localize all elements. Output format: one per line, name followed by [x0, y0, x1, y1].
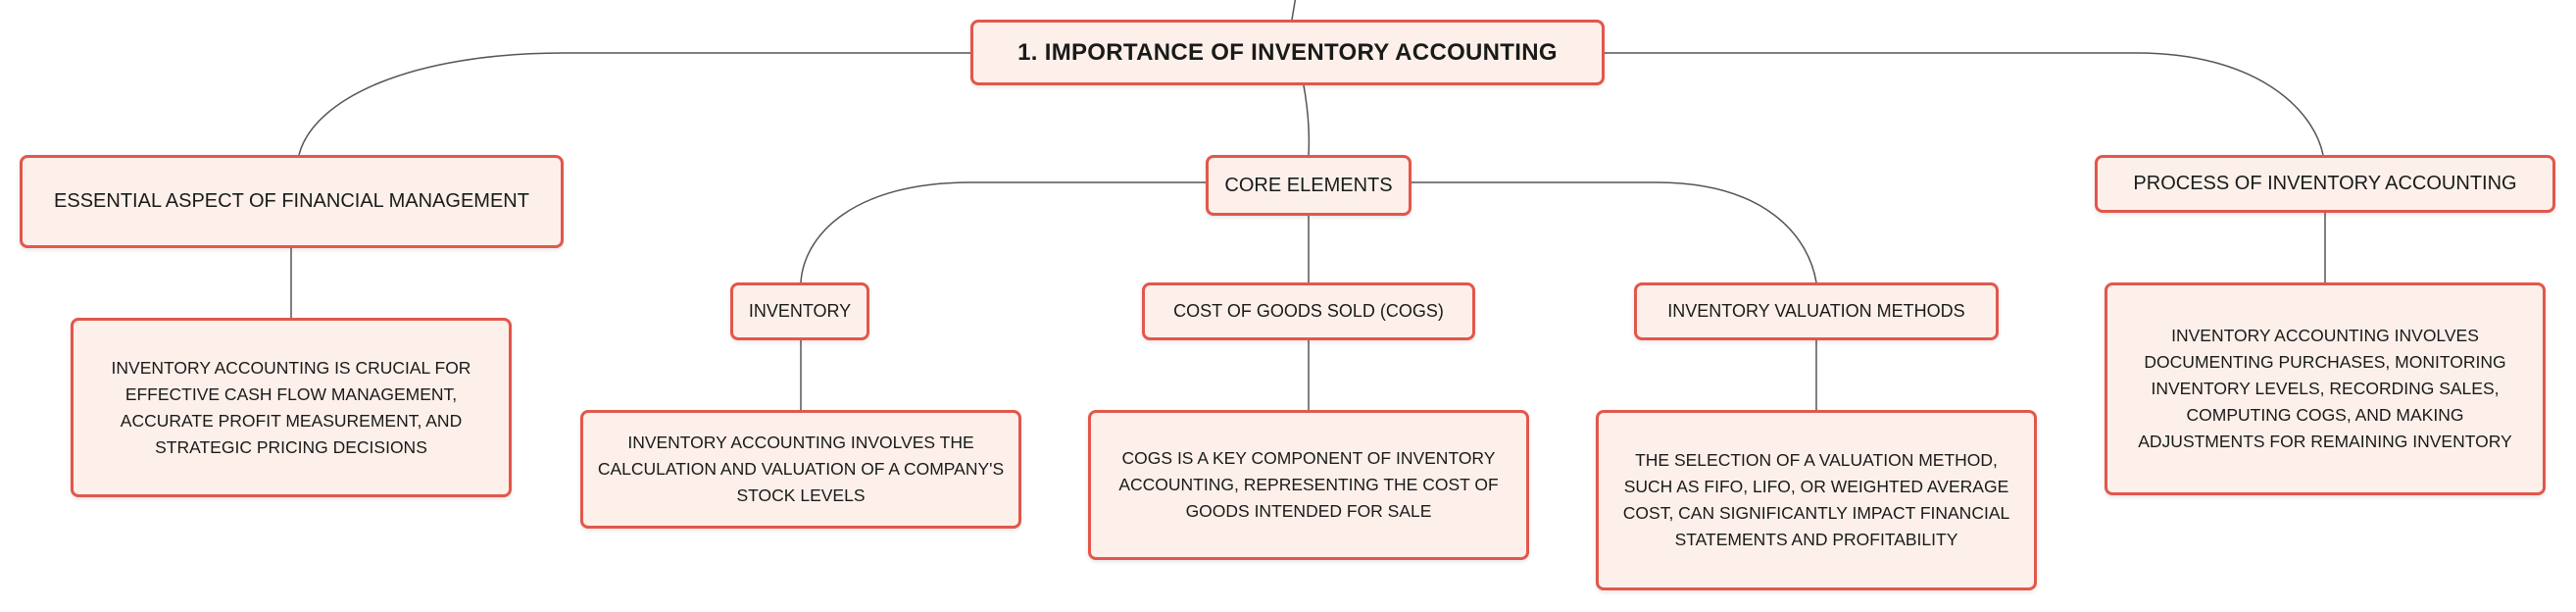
cogs-detail-text: COGS IS A KEY COMPONENT OF INVENTORY ACC… — [1118, 448, 1499, 521]
connector-root-to-essential — [298, 52, 970, 156]
core-elements-node[interactable]: CORE ELEMENTS — [1206, 155, 1412, 216]
inventory-node[interactable]: INVENTORY — [730, 282, 869, 340]
valuation-methods-detail-text: THE SELECTION OF A VALUATION METHOD, SUC… — [1622, 450, 2010, 549]
process-label: PROCESS OF INVENTORY ACCOUNTING — [2133, 173, 2517, 194]
connector-core-to-inventory — [800, 181, 1206, 283]
essential-aspect-detail-text: INVENTORY ACCOUNTING IS CRUCIAL FOR EFFE… — [111, 357, 471, 457]
essential-aspect-label: ESSENTIAL ASPECT OF FINANCIAL MANAGEMENT — [54, 190, 529, 212]
cogs-detail-node[interactable]: COGS IS A KEY COMPONENT OF INVENTORY ACC… — [1088, 410, 1529, 560]
core-elements-label: CORE ELEMENTS — [1224, 174, 1393, 196]
process-detail-text: INVENTORY ACCOUNTING INVOLVES DOCUMENTIN… — [2138, 326, 2512, 451]
connector-root-to-process — [1605, 52, 2324, 156]
root-node-label: 1. IMPORTANCE OF INVENTORY ACCOUNTING — [1017, 38, 1558, 66]
root-node[interactable]: 1. IMPORTANCE OF INVENTORY ACCOUNTING — [970, 20, 1605, 85]
essential-aspect-node[interactable]: ESSENTIAL ASPECT OF FINANCIAL MANAGEMENT — [20, 155, 564, 248]
valuation-methods-node[interactable]: INVENTORY VALUATION METHODS — [1634, 282, 1999, 340]
essential-aspect-detail-node[interactable]: INVENTORY ACCOUNTING IS CRUCIAL FOR EFFE… — [71, 318, 512, 497]
cogs-label: COST OF GOODS SOLD (COGS) — [1173, 301, 1444, 321]
process-detail-node[interactable]: INVENTORY ACCOUNTING INVOLVES DOCUMENTIN… — [2105, 282, 2546, 495]
inventory-detail-node[interactable]: INVENTORY ACCOUNTING INVOLVES THE CALCUL… — [580, 410, 1021, 529]
process-node[interactable]: PROCESS OF INVENTORY ACCOUNTING — [2095, 155, 2555, 213]
inventory-detail-text: INVENTORY ACCOUNTING INVOLVES THE CALCUL… — [597, 433, 1005, 505]
cogs-node[interactable]: COST OF GOODS SOLD (COGS) — [1142, 282, 1475, 340]
connector-root-to-core — [1303, 84, 1311, 156]
connector-root-parent — [1291, 0, 1297, 21]
valuation-methods-label: INVENTORY VALUATION METHODS — [1667, 301, 1965, 321]
inventory-label: INVENTORY — [748, 301, 852, 321]
valuation-methods-detail-node[interactable]: THE SELECTION OF A VALUATION METHOD, SUC… — [1596, 410, 2037, 590]
connector-core-to-valuation — [1412, 181, 1817, 283]
